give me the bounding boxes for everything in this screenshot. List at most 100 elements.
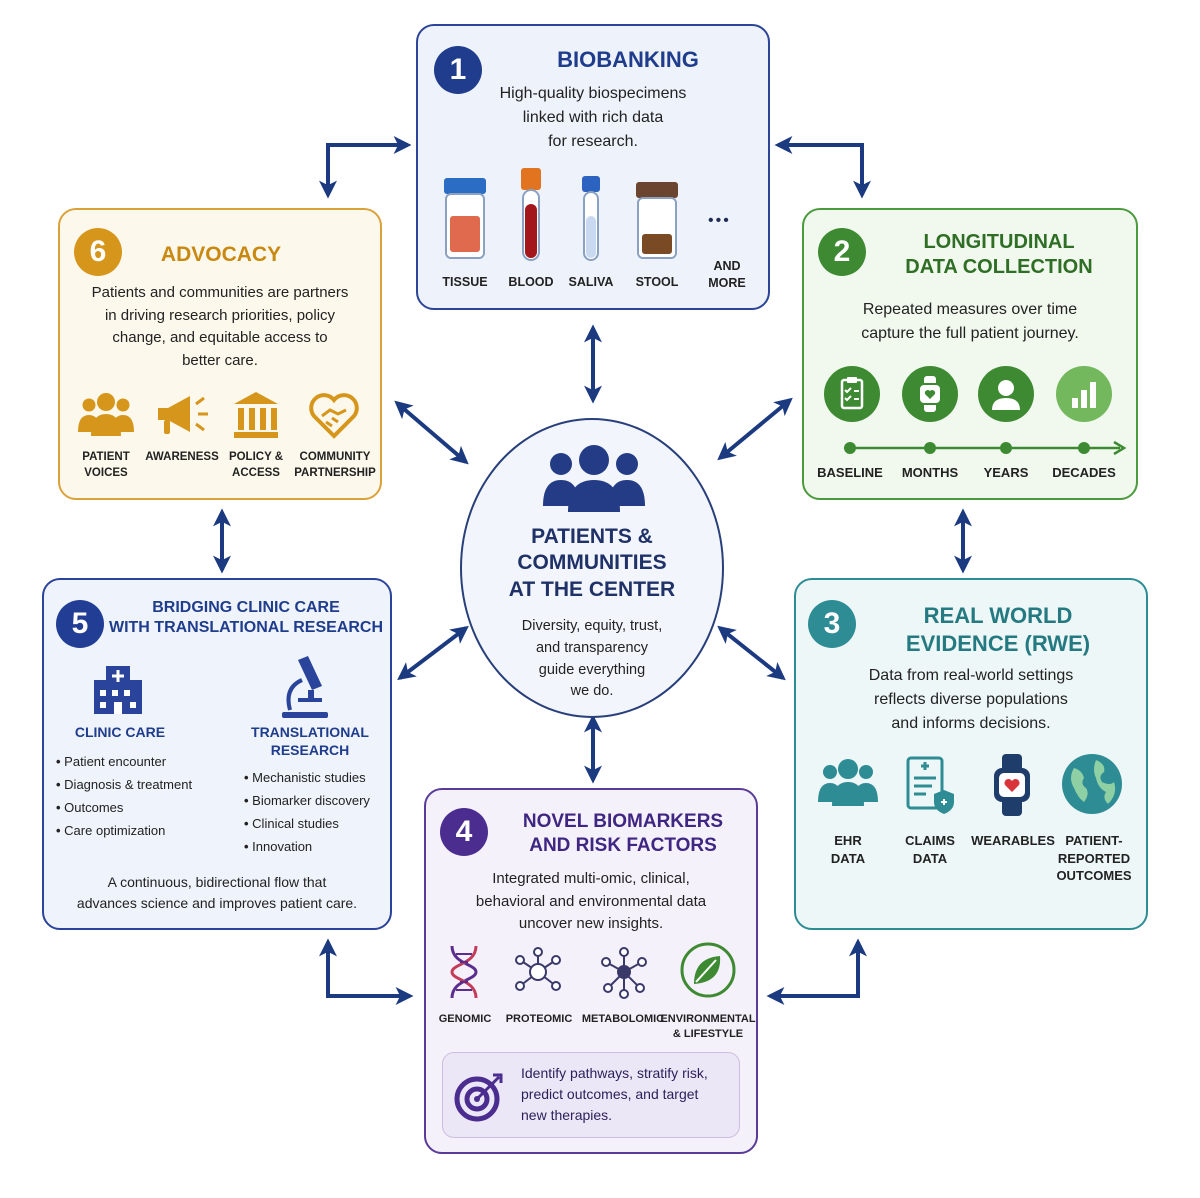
rwe-card: 3 REAL WORLD EVIDENCE (RWE) Data from re… — [794, 578, 1148, 930]
label-line: PATIENT- — [1065, 833, 1123, 848]
arrow-rwe-biomarkers — [766, 938, 867, 1005]
timeline-label: DECADES — [1052, 465, 1116, 480]
microscope-icon — [282, 656, 328, 718]
list-item: Diagnosis & treatment — [56, 773, 192, 796]
specimen-label: AND MORE — [708, 259, 746, 290]
blood-tube-icon — [521, 168, 541, 261]
biomarkers-card: 4 NOVEL BIOMARKERS AND RISK FACTORS Inte… — [424, 788, 758, 1154]
protein-network-icon — [515, 947, 561, 991]
desc-line: behavioral and environmental data — [475, 892, 707, 910]
rwe-item-label: PATIENT- REPORTED OUTCOMES — [1052, 832, 1136, 885]
clinic-care-list: Patient encounter Diagnosis & treatment … — [56, 750, 192, 842]
advocacy-title: ADVOCACY — [160, 243, 282, 266]
omics-label: GENOMIC — [430, 1012, 500, 1027]
arrow-bridging-biomarkers — [319, 938, 414, 1005]
arrow-center-longitudinal — [717, 397, 793, 461]
label-line: & LIFESTYLE — [672, 1027, 744, 1040]
list-item: Innovation — [244, 835, 370, 858]
specimen-label: SALIVA — [568, 275, 614, 289]
label-line: PROTEOMIC — [505, 1013, 573, 1025]
claims-document-icon — [906, 756, 954, 814]
label-line: EHR — [834, 833, 862, 848]
advocacy-description: Patients and communities are partners in… — [60, 282, 380, 372]
label-line: OUTCOMES — [1056, 868, 1132, 884]
biomarkers-title: NOVEL BIOMARKERS AND RISK FACTORS — [500, 810, 746, 858]
target-icon — [454, 1073, 503, 1122]
omics-label: PROTEOMIC — [502, 1012, 576, 1027]
footer-line: A continuous, bidirectional flow that — [107, 874, 327, 890]
desc-line: linked with rich data — [522, 109, 664, 126]
desc-line: uncover new insights. — [518, 915, 664, 932]
center-desc-line: we do. — [570, 683, 614, 700]
label-line: VOICES — [84, 466, 128, 479]
label-line: AWARENESS — [145, 451, 219, 463]
rwe-item-label: EHR DATA — [808, 832, 888, 867]
bridging-card: 5 BRIDGING CLINIC CARE WITH TRANSLATIONA… — [42, 578, 392, 930]
rwe-title: REAL WORLD EVIDENCE (RWE) — [856, 602, 1140, 657]
label-line: ACCESS — [232, 466, 280, 479]
omics-label: ENVIRONMENTAL & LIFESTYLE — [660, 1012, 756, 1042]
desc-line: capture the full patient journey. — [861, 325, 1079, 342]
arrow-advocacy-biobanking — [319, 136, 412, 199]
center-title-line: COMMUNITIES — [517, 551, 667, 575]
title-line: EVIDENCE (RWE) — [905, 630, 1091, 656]
center-desc-line: and transparency — [535, 639, 649, 656]
advocacy-item-label: COMMUNITY PARTNERSHIP — [290, 450, 380, 481]
label-line: DATA — [830, 850, 866, 866]
center-title: PATIENTS & COMMUNITIES AT THE CENTER — [462, 524, 722, 603]
label-line: WEARABLES — [971, 833, 1055, 848]
step-number-badge: 5 — [56, 600, 104, 648]
rwe-item-label: CLAIMS DATA — [890, 832, 970, 867]
timeline-label: MONTHS — [901, 465, 959, 480]
saliva-tube-icon — [582, 176, 600, 261]
wearable-watch-icon — [994, 754, 1030, 816]
globe-icon — [1062, 754, 1122, 814]
person-icon — [978, 366, 1034, 422]
label-line: METABOLOMIC — [581, 1013, 665, 1025]
tissue-jar-icon — [444, 178, 486, 259]
arrow-biobanking-longitudinal — [774, 136, 871, 199]
longitudinal-description: Repeated measures over time capture the … — [804, 298, 1136, 346]
advocacy-card: 6 ADVOCACY Patients and communities are … — [58, 208, 382, 500]
omics-label: METABOLOMIC — [580, 1012, 666, 1027]
clinic-care-title: CLINIC CARE — [74, 724, 166, 740]
translational-list: Mechanistic studies Biomarker discovery … — [244, 766, 370, 858]
desc-line: Repeated measures over time — [862, 301, 1078, 318]
label-line: PATIENT — [82, 451, 130, 463]
biomarkers-description: Integrated multi-omic, clinical, behavio… — [426, 868, 756, 936]
desc-line: in driving research priorities, policy — [104, 306, 336, 324]
desc-line: Integrated multi-omic, clinical, — [492, 870, 690, 887]
step-number-badge: 6 — [74, 228, 122, 276]
hospital-icon — [94, 666, 142, 714]
center-desc-line: Diversity, equity, trust, — [521, 618, 663, 634]
desc-line: Patients and communities are partners — [91, 284, 349, 301]
title-line: BRIDGING CLINIC CARE — [152, 599, 340, 616]
title-line: DATA COLLECTION — [905, 256, 1093, 278]
people-group-icon — [543, 445, 645, 512]
label-line: COMMUNITY — [299, 451, 371, 463]
arrow-center-advocacy — [394, 400, 469, 465]
list-item: Patient encounter — [56, 750, 192, 773]
longitudinal-card: 2 LONGITUDINAL DATA COLLECTION Repeated … — [802, 208, 1138, 500]
advocacy-item-label: AWARENESS — [142, 450, 222, 466]
step-number-badge: 2 — [818, 228, 866, 276]
step-number-badge: 4 — [440, 808, 488, 856]
biomarkers-callout: Identify pathways, stratify risk, predic… — [442, 1052, 740, 1138]
desc-line: change, and equitable access to — [112, 329, 328, 346]
bridging-footer: A continuous, bidirectional flow that ad… — [44, 872, 390, 914]
list-item: Clinical studies — [244, 812, 370, 835]
stool-container-icon — [636, 182, 678, 259]
list-item: Outcomes — [56, 796, 192, 819]
ellipsis-icon: ••• — [708, 212, 731, 229]
list-item: Biomarker discovery — [244, 789, 370, 812]
biobanking-title: BIOBANKING — [557, 47, 699, 72]
specimen-label: BLOOD — [508, 275, 554, 289]
bridging-title: BRIDGING CLINIC CARE WITH TRANSLATIONAL … — [106, 598, 386, 638]
heart-handshake-icon — [309, 393, 359, 439]
rwe-item-label: WEARABLES — [968, 832, 1058, 850]
biobanking-description: High-quality biospecimens linked with ri… — [418, 82, 768, 154]
arrow-center-rwe — [717, 625, 786, 681]
callout-text: Identify pathways, stratify risk, predic… — [521, 1063, 708, 1126]
metabolite-network-icon — [601, 947, 647, 999]
label-line: GENOMIC — [438, 1013, 492, 1025]
